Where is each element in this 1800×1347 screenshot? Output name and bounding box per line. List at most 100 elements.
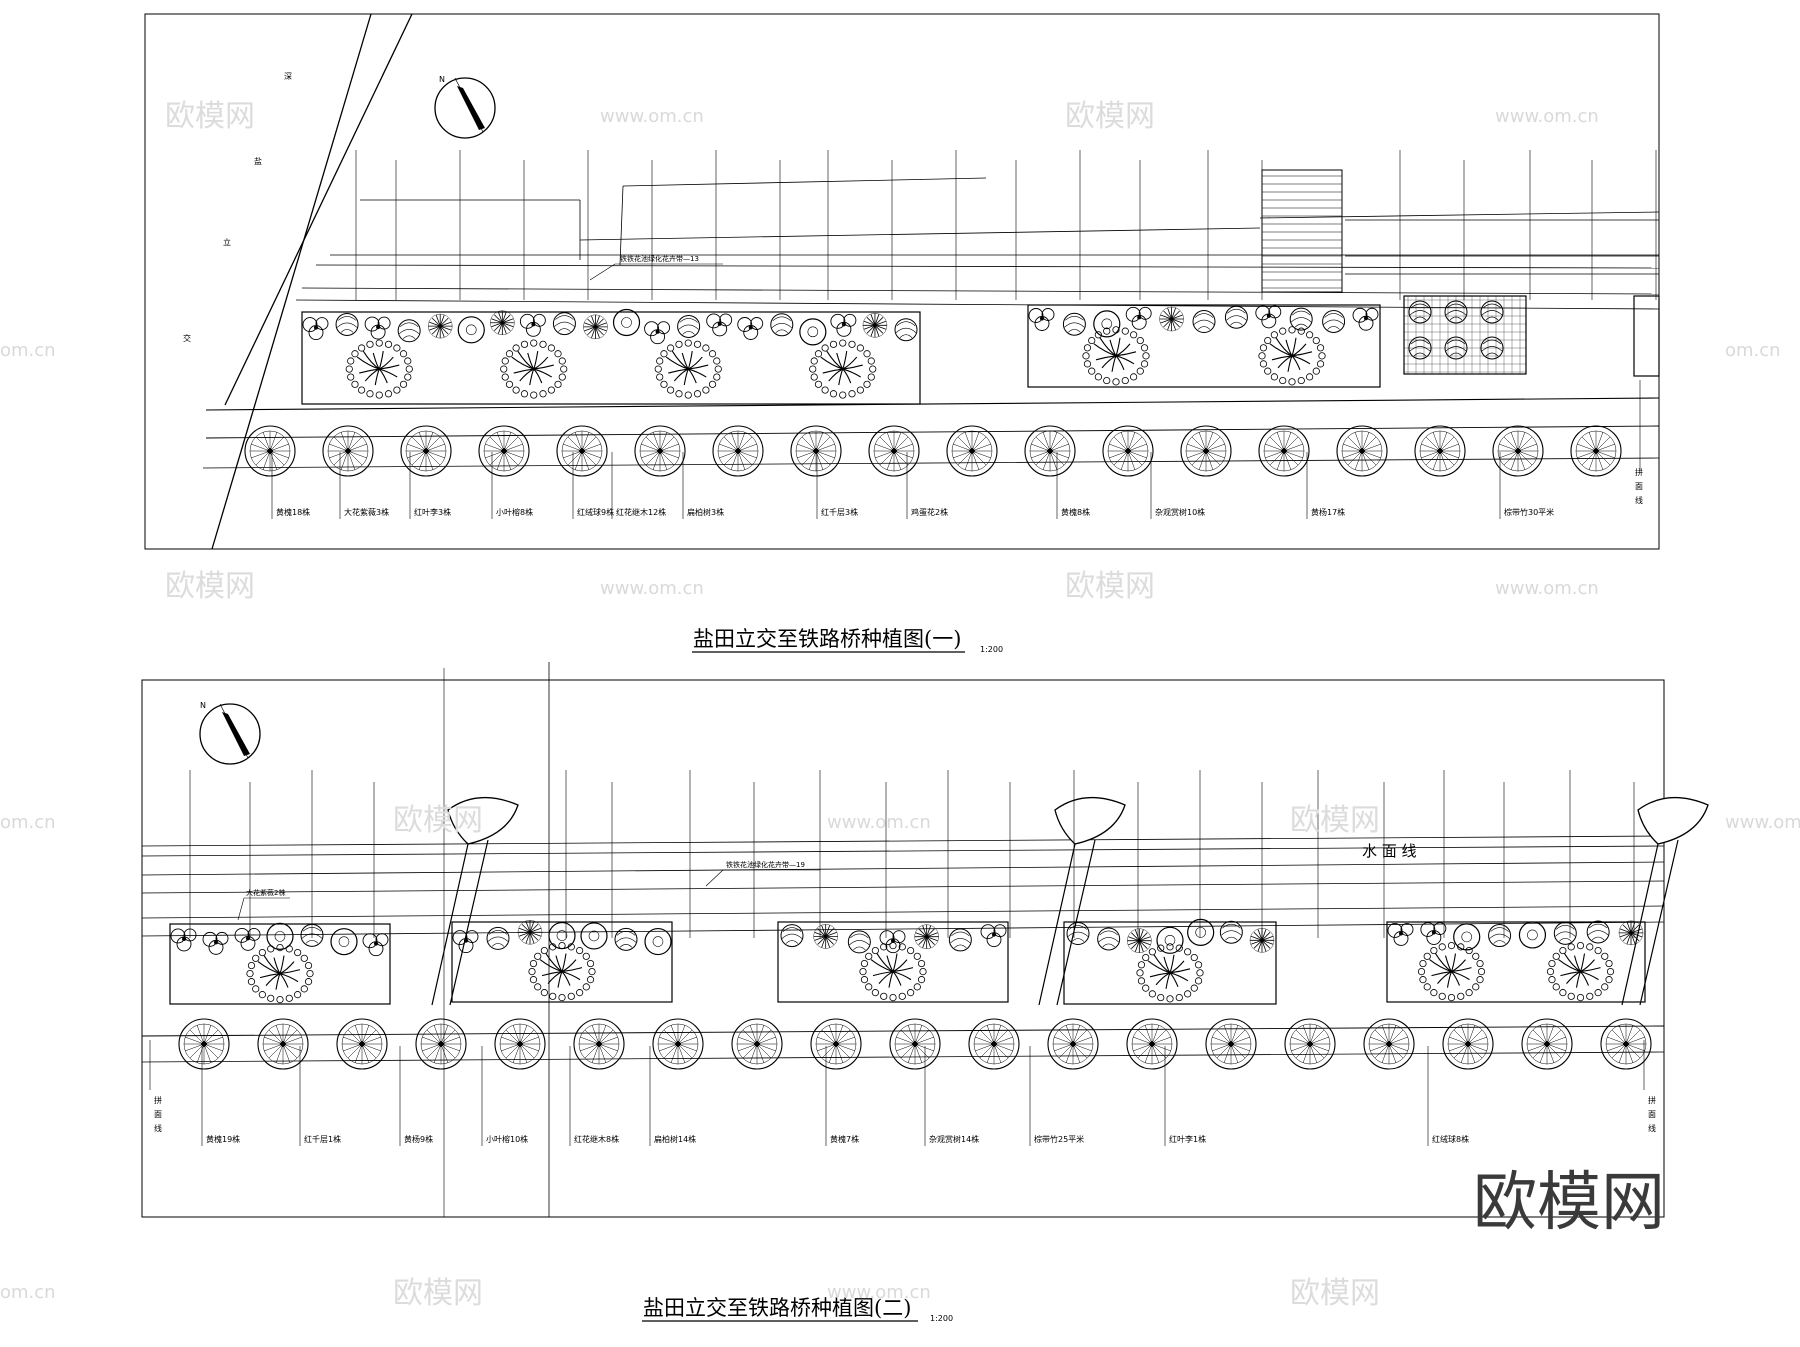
tree-canopy-ring bbox=[1279, 376, 1287, 385]
tree-branch bbox=[1573, 955, 1581, 972]
tree-branch bbox=[561, 971, 571, 986]
tree-canopy-ring bbox=[809, 365, 817, 373]
planting-bed bbox=[301, 311, 921, 405]
tree-canopy-ring bbox=[1136, 969, 1144, 977]
tree-branch bbox=[892, 971, 902, 986]
tree-branch bbox=[1095, 355, 1117, 361]
tree-branch bbox=[826, 350, 844, 370]
plan-two-structures bbox=[141, 770, 1709, 1063]
tree-branch bbox=[1450, 953, 1457, 972]
hatched-bed bbox=[1403, 295, 1527, 375]
shrub-icon bbox=[1420, 922, 1447, 946]
planting-bed bbox=[1386, 921, 1646, 1003]
tree-canopy-ring bbox=[1140, 360, 1149, 368]
tree-branch bbox=[1165, 972, 1171, 989]
tree-canopy-ring bbox=[1430, 946, 1438, 955]
tree-canopy-ring bbox=[351, 380, 359, 388]
tree-canopy-ring bbox=[1552, 983, 1560, 991]
tree-canopy-ring bbox=[1567, 943, 1575, 951]
tree-canopy-ring bbox=[576, 989, 584, 997]
pavilion-shape bbox=[1054, 796, 1126, 845]
tree-canopy-ring bbox=[520, 390, 529, 398]
street-tree-icon bbox=[868, 425, 920, 477]
tree-branch bbox=[1115, 355, 1135, 365]
tree-branch bbox=[836, 352, 844, 370]
street-tree-icon bbox=[889, 1018, 941, 1070]
tree-canopy-ring bbox=[713, 357, 721, 365]
waterfront-line bbox=[141, 845, 1665, 857]
tree-canopy-ring bbox=[889, 993, 897, 1002]
tree-canopy-ring bbox=[1166, 995, 1174, 1003]
tree-canopy-ring bbox=[1194, 961, 1203, 969]
shrub-icon bbox=[330, 928, 358, 956]
tree-canopy-ring bbox=[285, 945, 293, 953]
tree-branch bbox=[687, 350, 693, 370]
pavilion-ramp bbox=[1621, 839, 1679, 1006]
tree-canopy-ring bbox=[863, 350, 871, 358]
planting-bed bbox=[169, 923, 391, 1005]
tree-branch bbox=[872, 971, 894, 977]
tree-canopy-ring bbox=[675, 390, 683, 398]
tree-icon bbox=[1417, 941, 1486, 1002]
tree-canopy-ring bbox=[345, 365, 353, 373]
tree-icon bbox=[528, 941, 596, 1002]
tree-canopy-ring bbox=[907, 989, 915, 997]
tree-branch bbox=[1169, 954, 1175, 974]
planting-bed bbox=[1063, 921, 1277, 1005]
shrub-icon bbox=[1028, 308, 1055, 332]
shrub-icon bbox=[427, 313, 453, 339]
tree-canopy-ring bbox=[252, 985, 260, 993]
tree-branch bbox=[888, 971, 894, 988]
tree-canopy-ring bbox=[1190, 953, 1198, 962]
plan-one-structures bbox=[202, 150, 1660, 469]
tree-canopy-ring bbox=[684, 391, 692, 399]
tree-canopy-ring bbox=[1548, 976, 1556, 984]
tree-canopy-ring bbox=[582, 983, 590, 991]
tree-canopy-ring bbox=[539, 390, 547, 398]
tree-canopy-ring bbox=[554, 380, 562, 388]
street-tree-icon bbox=[1363, 1018, 1415, 1070]
tree-branch bbox=[1099, 337, 1117, 357]
watermark-text: www.om.cn bbox=[1495, 578, 1599, 599]
edge-label-char: 面 bbox=[1648, 1110, 1656, 1119]
tree-canopy-ring bbox=[814, 350, 823, 358]
tree-canopy-ring bbox=[247, 961, 256, 970]
road-label-char: 交 bbox=[183, 333, 191, 343]
tree-branch bbox=[275, 973, 281, 990]
tree-canopy-ring bbox=[1279, 327, 1287, 335]
tree-canopy-ring bbox=[821, 344, 829, 352]
tree-icon bbox=[1136, 943, 1204, 1003]
tree-canopy-ring bbox=[558, 941, 566, 950]
tree-canopy-ring bbox=[919, 967, 927, 976]
tree-canopy-ring bbox=[856, 344, 864, 352]
tree-canopy-ring bbox=[1083, 360, 1092, 368]
tree-canopy-ring bbox=[530, 339, 538, 347]
plant-label: 黄槐18株 bbox=[276, 507, 310, 517]
tree-canopy-ring bbox=[1465, 989, 1473, 997]
shrub-icon bbox=[1156, 926, 1184, 954]
tree-branch bbox=[529, 368, 535, 386]
tree-icon bbox=[809, 339, 877, 399]
street-tree-icon bbox=[244, 425, 296, 477]
street-tree-icon bbox=[1102, 425, 1154, 477]
plant-label: 黄槐19株 bbox=[206, 1134, 240, 1144]
street-tree-icon bbox=[1205, 1018, 1257, 1070]
tree-canopy-ring bbox=[554, 350, 562, 358]
shrub-icon bbox=[614, 927, 638, 951]
tree-canopy-ring bbox=[814, 380, 823, 388]
street-tree-icon bbox=[1126, 1018, 1178, 1070]
tree-canopy-ring bbox=[1112, 378, 1120, 386]
street-tree-icon bbox=[1521, 1018, 1573, 1070]
shrub-icon bbox=[234, 927, 261, 951]
street-tree-icon bbox=[1336, 425, 1388, 477]
tree-branch bbox=[1580, 967, 1601, 973]
tree-canopy-ring bbox=[300, 985, 308, 993]
tree-canopy-ring bbox=[1142, 953, 1150, 962]
street-tree-icon bbox=[1024, 425, 1076, 477]
tree-branch bbox=[1109, 339, 1117, 357]
tree-canopy-ring bbox=[1316, 344, 1325, 352]
shrub-icon bbox=[1553, 921, 1577, 945]
tree-canopy-ring bbox=[1306, 331, 1314, 339]
tree-canopy-ring bbox=[693, 340, 702, 348]
